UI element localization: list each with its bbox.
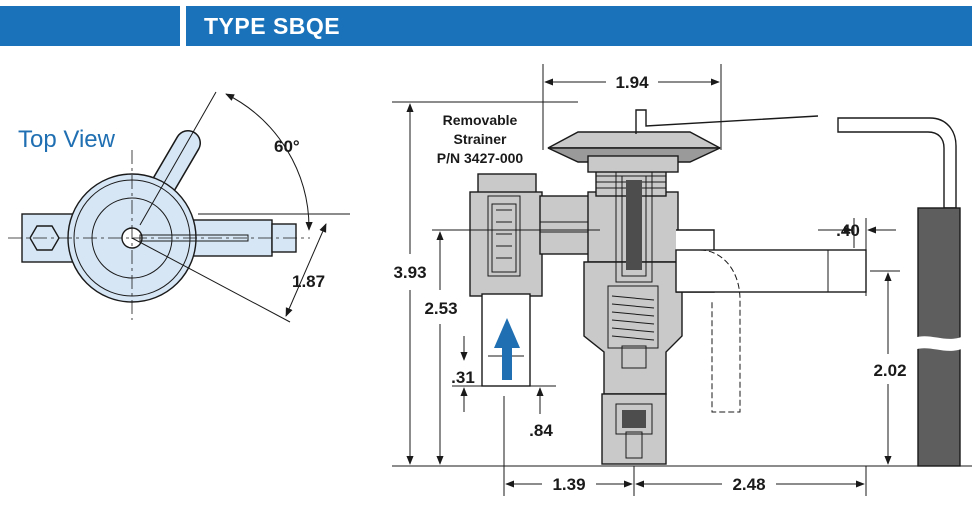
dim-3-93: 3.93	[393, 263, 426, 282]
dim-84: .84	[529, 421, 553, 440]
top-view-drawing: Top View 60° 1.87	[8, 91, 350, 323]
dim-2-02: 2.02	[873, 361, 906, 380]
flow-arrow-icon	[494, 318, 520, 380]
strainer-label-line1: Removable	[443, 112, 518, 128]
dim-2-53: 2.53	[424, 299, 457, 318]
header-bar: TYPE SBQE	[186, 6, 972, 46]
diaphragm-head	[547, 131, 721, 173]
dim-1-94: 1.94	[615, 73, 649, 92]
dim-1-39: 1.39	[552, 475, 585, 494]
dim-40: .40	[836, 221, 860, 240]
page-title: TYPE SBQE	[204, 12, 341, 39]
strainer-label-line3: P/N 3427-000	[437, 150, 524, 166]
strainer-label-line2: Strainer	[454, 131, 507, 147]
sensing-bulb	[837, 117, 964, 467]
angle-label: 60°	[274, 137, 300, 156]
header-stub	[0, 6, 180, 46]
outlet-tube	[675, 229, 867, 413]
capillary-tube	[635, 109, 819, 134]
valve-body	[583, 169, 683, 465]
dim-2-48: 2.48	[732, 475, 765, 494]
dim-31: .31	[451, 368, 475, 387]
side-view-drawing: Removable Strainer P/N 3427-000	[392, 64, 972, 496]
top-view-label: Top View	[18, 126, 116, 153]
dim-1-87: 1.87	[292, 272, 325, 291]
